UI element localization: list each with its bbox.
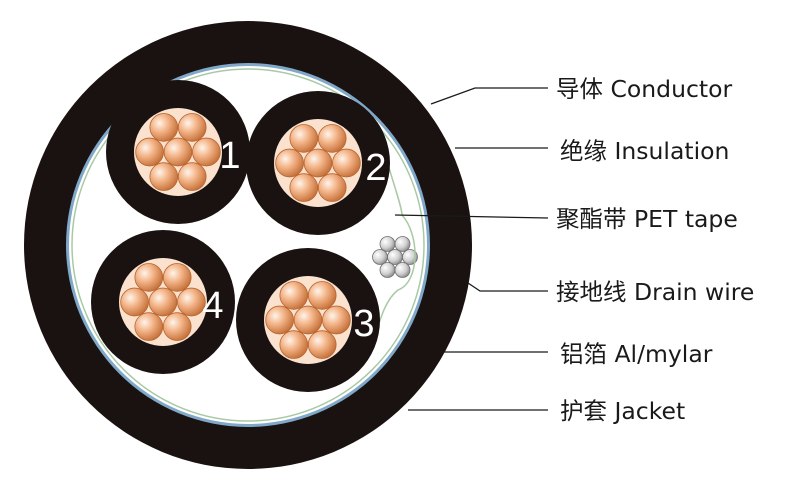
- core-number: 4: [202, 285, 223, 327]
- copper-strand: [148, 287, 178, 317]
- copper-strand: [275, 148, 304, 178]
- copper-strand: [279, 330, 309, 359]
- copper-strand: [332, 148, 361, 178]
- copper-strand: [192, 137, 221, 167]
- copper-strand: [162, 263, 192, 292]
- copper-strand: [289, 124, 319, 153]
- drain-strand: [379, 236, 396, 252]
- copper-strand: [149, 162, 179, 191]
- callout-6: 护套 Jacket: [408, 397, 685, 425]
- copper-strand: [307, 281, 337, 310]
- copper-strand: [177, 113, 207, 142]
- copper-strand: [120, 287, 149, 317]
- callouts: 导体 Conductor 绝缘 Insulation 聚酯带 PET tape 接地线…: [394, 75, 754, 425]
- callout-2: 绝缘 Insulation: [455, 137, 729, 165]
- leader-line: [394, 214, 549, 219]
- core-3: 3: [236, 248, 380, 392]
- callout-4: 接地线 Drain wire: [467, 278, 754, 306]
- copper-strand: [307, 330, 337, 359]
- core-number: 1: [219, 135, 240, 177]
- copper-strand: [177, 162, 207, 191]
- copper-strand: [322, 305, 351, 335]
- drain-strand: [402, 249, 418, 265]
- copper-strand: [162, 312, 192, 341]
- copper-strand: [134, 263, 164, 292]
- callout-label: 绝缘 Insulation: [560, 137, 729, 165]
- copper-strand: [163, 137, 193, 167]
- copper-strand: [317, 173, 347, 202]
- leader-line: [467, 282, 548, 292]
- drain-wire: [371, 133, 418, 346]
- core-2: 2: [246, 91, 390, 235]
- copper-strand: [135, 137, 164, 167]
- cores: 1 2 3 4: [91, 80, 390, 392]
- copper-strand: [134, 312, 164, 341]
- copper-strand: [265, 305, 294, 335]
- callout-label: 铝箔 Al/mylar: [560, 340, 713, 368]
- drain-strand: [387, 249, 403, 265]
- callout-label: 接地线 Drain wire: [556, 278, 754, 306]
- drain-strand: [379, 262, 396, 278]
- pet-tape-wrap: [371, 133, 416, 346]
- callout-1: 导体 Conductor: [430, 75, 732, 105]
- callout-label: 导体 Conductor: [556, 75, 732, 103]
- copper-strand: [279, 281, 309, 310]
- copper-strand: [317, 124, 347, 153]
- copper-strand: [149, 113, 179, 142]
- drain-strand: [394, 262, 411, 278]
- core-number: 3: [353, 303, 374, 345]
- drain-strand: [372, 249, 388, 265]
- copper-strand: [289, 173, 319, 202]
- core-1: 1: [106, 80, 250, 224]
- callout-3: 聚酯带 PET tape: [394, 205, 738, 233]
- core-number: 2: [365, 147, 386, 189]
- drain-strand: [394, 236, 411, 252]
- callout-label: 护套 Jacket: [560, 397, 685, 425]
- core-4: 4: [91, 230, 235, 374]
- callout-label: 聚酯带 PET tape: [556, 205, 738, 233]
- copper-strand: [293, 305, 323, 335]
- copper-strand: [177, 287, 206, 317]
- leader-line: [430, 87, 548, 105]
- copper-strand: [303, 148, 333, 178]
- pet-tape: [71, 68, 425, 422]
- callout-5: 铝箔 Al/mylar: [440, 340, 713, 368]
